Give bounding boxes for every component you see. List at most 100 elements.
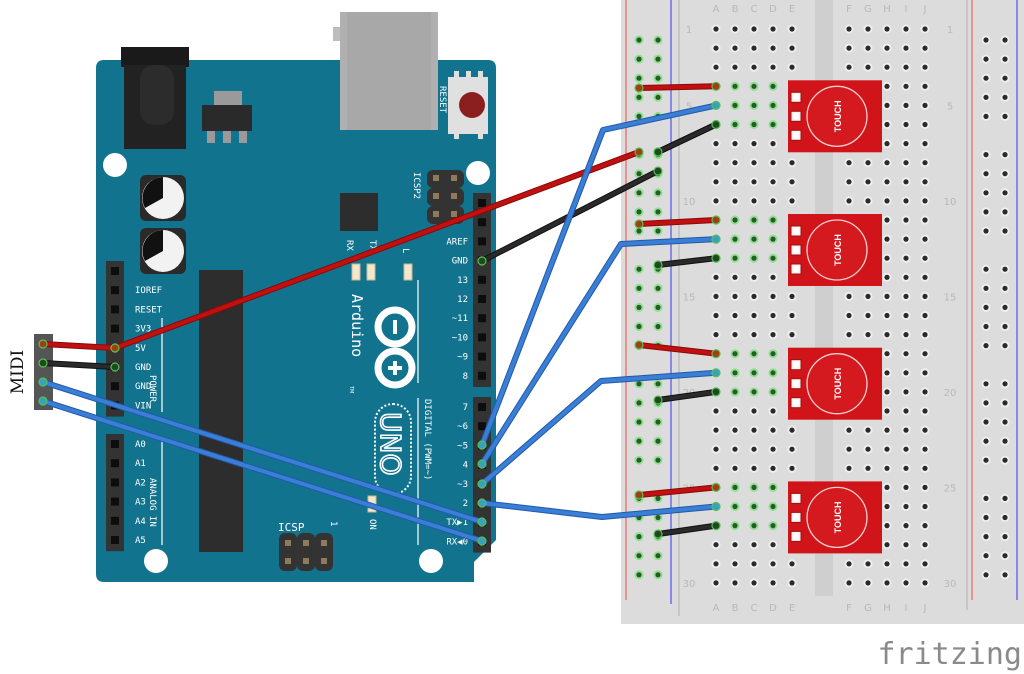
rail-hole-left[interactable] (634, 398, 644, 408)
rail-hole-right[interactable] (1000, 455, 1010, 465)
breadboard-hole[interactable] (844, 425, 854, 435)
breadboard-hole[interactable] (901, 349, 911, 359)
analog-pin[interactable] (111, 516, 119, 525)
rail-hole-right[interactable] (981, 513, 991, 522)
breadboard-hole[interactable] (749, 24, 759, 34)
wire-signal-d5[interactable] (477, 100, 721, 450)
rail-hole-left[interactable] (634, 264, 644, 274)
breadboard-hole[interactable] (768, 406, 778, 416)
breadboard-hole[interactable] (901, 139, 911, 149)
rail-hole-right[interactable] (1000, 436, 1010, 446)
breadboard-hole[interactable] (711, 444, 721, 454)
breadboard-hole[interactable] (920, 272, 930, 282)
analog-pin[interactable] (111, 440, 119, 448)
breadboard-hole[interactable] (882, 234, 892, 244)
breadboard-hole[interactable] (787, 330, 797, 340)
rail-hole-right[interactable] (981, 264, 991, 274)
digital-pin[interactable] (478, 275, 486, 284)
rail-hole-left[interactable] (634, 455, 644, 465)
breadboard-hole[interactable] (863, 330, 873, 340)
breadboard-hole[interactable] (711, 272, 721, 282)
breadboard-hole[interactable] (882, 540, 892, 550)
breadboard-hole[interactable] (768, 330, 778, 340)
rail-hole-right[interactable] (1000, 73, 1010, 83)
breadboard-hole[interactable] (844, 291, 854, 301)
digital-pin[interactable] (478, 295, 486, 303)
rail-hole-left[interactable] (634, 54, 644, 64)
rail-hole-left[interactable] (634, 207, 644, 217)
breadboard-hole[interactable] (730, 62, 740, 72)
breadboard-hole[interactable] (901, 502, 911, 511)
breadboard-hole[interactable] (730, 311, 740, 320)
power-pin[interactable] (111, 382, 119, 391)
rail-hole-left[interactable] (634, 436, 644, 446)
breadboard-hole[interactable] (863, 62, 873, 72)
breadboard-hole[interactable] (863, 311, 873, 320)
breadboard-hole[interactable] (730, 463, 740, 473)
breadboard-hole[interactable] (749, 177, 759, 187)
digital-pin[interactable] (478, 199, 486, 207)
breadboard-hole[interactable] (882, 482, 892, 492)
rail-hole-left[interactable] (634, 73, 644, 83)
breadboard-hole[interactable] (730, 177, 740, 187)
wire-sensor-gnd[interactable] (653, 253, 721, 270)
breadboard-hole[interactable] (920, 368, 930, 378)
breadboard-hole[interactable] (920, 158, 930, 168)
breadboard-hole[interactable] (863, 196, 873, 206)
breadboard-hole[interactable] (920, 521, 930, 531)
breadboard-hole[interactable] (711, 291, 721, 301)
breadboard-hole[interactable] (711, 196, 721, 206)
breadboard-hole[interactable] (882, 387, 892, 397)
breadboard-hole[interactable] (901, 62, 911, 72)
breadboard-hole[interactable] (730, 502, 740, 511)
breadboard-hole[interactable] (749, 482, 759, 492)
rail-hole-left[interactable] (634, 379, 644, 389)
breadboard-hole[interactable] (882, 158, 892, 168)
rail-hole-left[interactable] (653, 379, 663, 389)
breadboard-hole[interactable] (749, 425, 759, 435)
rail-hole-right[interactable] (1000, 264, 1010, 274)
breadboard-hole[interactable] (787, 425, 797, 435)
wire-sensor-vcc[interactable] (634, 482, 721, 500)
rail-hole-left[interactable] (653, 436, 663, 446)
breadboard-hole[interactable] (901, 215, 911, 225)
breadboard-hole[interactable] (920, 330, 930, 340)
breadboard-hole[interactable] (749, 196, 759, 206)
breadboard-hole[interactable] (901, 43, 911, 53)
digital-pin[interactable] (478, 352, 486, 361)
rail-hole-right[interactable] (981, 207, 991, 217)
breadboard-hole[interactable] (920, 482, 930, 492)
breadboard-hole[interactable] (920, 196, 930, 206)
rail-hole-left[interactable] (653, 551, 663, 561)
breadboard-hole[interactable] (749, 578, 759, 588)
breadboard-hole[interactable] (711, 311, 721, 320)
breadboard-hole[interactable] (749, 521, 759, 531)
breadboard-hole[interactable] (768, 215, 778, 225)
breadboard-hole[interactable] (730, 349, 740, 359)
rail-hole-right[interactable] (1000, 513, 1010, 522)
breadboard-hole[interactable] (730, 578, 740, 588)
rail-hole-left[interactable] (653, 322, 663, 331)
wire-sensor-gnd[interactable] (653, 520, 721, 539)
breadboard-hole[interactable] (920, 502, 930, 511)
breadboard-hole[interactable] (882, 196, 892, 206)
breadboard-hole[interactable] (844, 43, 854, 53)
breadboard-hole[interactable] (844, 578, 854, 588)
breadboard-hole[interactable] (768, 482, 778, 492)
breadboard-hole[interactable] (901, 559, 911, 569)
breadboard-hole[interactable] (749, 311, 759, 320)
breadboard-hole[interactable] (787, 158, 797, 168)
rail-hole-right[interactable] (1000, 493, 1010, 503)
rail-hole-right[interactable] (981, 150, 991, 160)
breadboard-hole[interactable] (768, 81, 778, 91)
breadboard-hole[interactable] (768, 234, 778, 244)
breadboard-hole[interactable] (882, 502, 892, 511)
rail-hole-left[interactable] (653, 455, 663, 465)
rail-hole-right[interactable] (981, 92, 991, 102)
breadboard-hole[interactable] (844, 24, 854, 34)
breadboard-hole[interactable] (844, 311, 854, 320)
rail-hole-right[interactable] (981, 570, 991, 580)
rail-hole-right[interactable] (1000, 417, 1010, 427)
breadboard-hole[interactable] (901, 234, 911, 244)
breadboard-hole[interactable] (863, 559, 873, 569)
